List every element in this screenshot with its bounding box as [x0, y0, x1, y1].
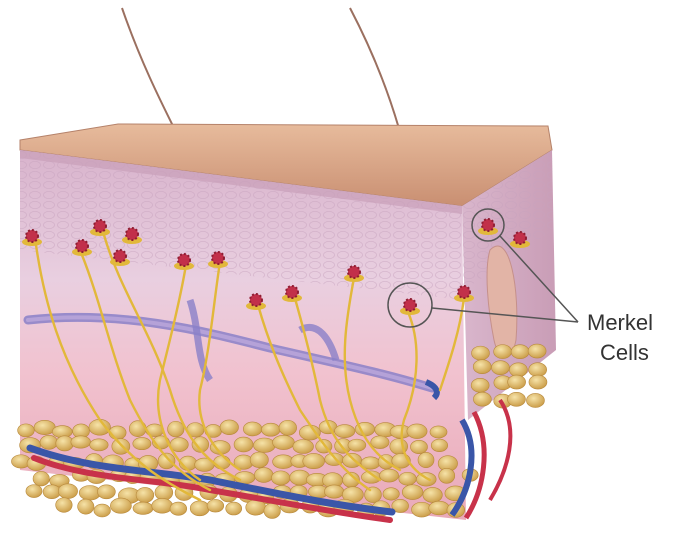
hair-strands — [122, 8, 400, 132]
fat-globule — [253, 438, 275, 453]
fat-globule — [226, 502, 242, 515]
merkel-label-line-2: Cells — [600, 340, 649, 365]
fat-globule — [279, 420, 297, 435]
fat-globule — [383, 488, 399, 500]
fat-globule — [155, 485, 173, 501]
fat-globule — [94, 504, 111, 517]
fat-globule — [78, 499, 94, 514]
fat-globule — [264, 503, 280, 518]
fat-globule — [254, 468, 273, 483]
fat-globule — [261, 423, 280, 436]
fat-globule — [18, 424, 35, 437]
fat-globule — [90, 439, 108, 451]
fat-globule — [40, 435, 58, 449]
fat-globule — [418, 452, 434, 467]
fat-globule — [152, 498, 173, 513]
fat-globule — [56, 498, 73, 513]
fat-globule — [97, 485, 115, 499]
fat-globule — [529, 375, 547, 389]
fat-globule — [371, 436, 389, 449]
fat-globule — [399, 472, 416, 485]
merkel-label-line-1: Merkel — [587, 310, 653, 335]
fat-globule — [430, 426, 447, 438]
fat-globule — [491, 361, 509, 375]
fat-globule — [303, 453, 325, 468]
fat-globule — [529, 363, 547, 377]
fat-globule — [26, 485, 42, 498]
fat-globule — [58, 484, 77, 499]
fat-globule — [471, 346, 489, 360]
fat-globule — [168, 421, 184, 437]
fat-globule — [348, 439, 366, 451]
fat-globule — [33, 471, 49, 486]
fat-globule — [299, 425, 320, 440]
fat-globule — [190, 501, 209, 516]
fat-globule — [214, 456, 231, 470]
fat-globule — [429, 501, 450, 515]
fat-globule — [473, 392, 491, 406]
fat-globule — [407, 424, 427, 439]
fat-globule — [271, 471, 290, 485]
fat-globule — [110, 498, 131, 513]
fat-globule — [293, 439, 314, 453]
fat-globule — [507, 392, 525, 406]
fat-globule — [471, 378, 489, 392]
fat-globule — [133, 437, 151, 449]
fat-globule — [402, 485, 423, 500]
fat-globule — [207, 499, 224, 512]
fat-globule — [410, 440, 427, 453]
fat-globule — [380, 469, 399, 482]
fat-globule — [89, 419, 111, 435]
fat-globule — [136, 487, 154, 502]
fat-globule — [473, 360, 491, 374]
fat-globule — [71, 436, 91, 448]
fat-globule — [234, 437, 253, 452]
fat-globule — [528, 344, 546, 358]
fat-globule — [431, 439, 448, 452]
fat-globule — [423, 487, 442, 502]
fat-globule — [526, 393, 544, 407]
fat-globule — [250, 452, 268, 468]
fat-globule — [335, 425, 355, 438]
fat-globule — [439, 468, 455, 483]
fat-globule — [494, 345, 512, 359]
fat-globule — [243, 422, 262, 436]
fat-globule — [508, 375, 526, 389]
fat-globule — [273, 435, 295, 449]
fat-globule — [170, 502, 187, 515]
fat-globule — [509, 363, 527, 377]
fat-globule — [220, 420, 238, 435]
fat-globule — [324, 485, 344, 498]
fat-globule — [511, 345, 529, 359]
fat-globule — [133, 502, 153, 514]
